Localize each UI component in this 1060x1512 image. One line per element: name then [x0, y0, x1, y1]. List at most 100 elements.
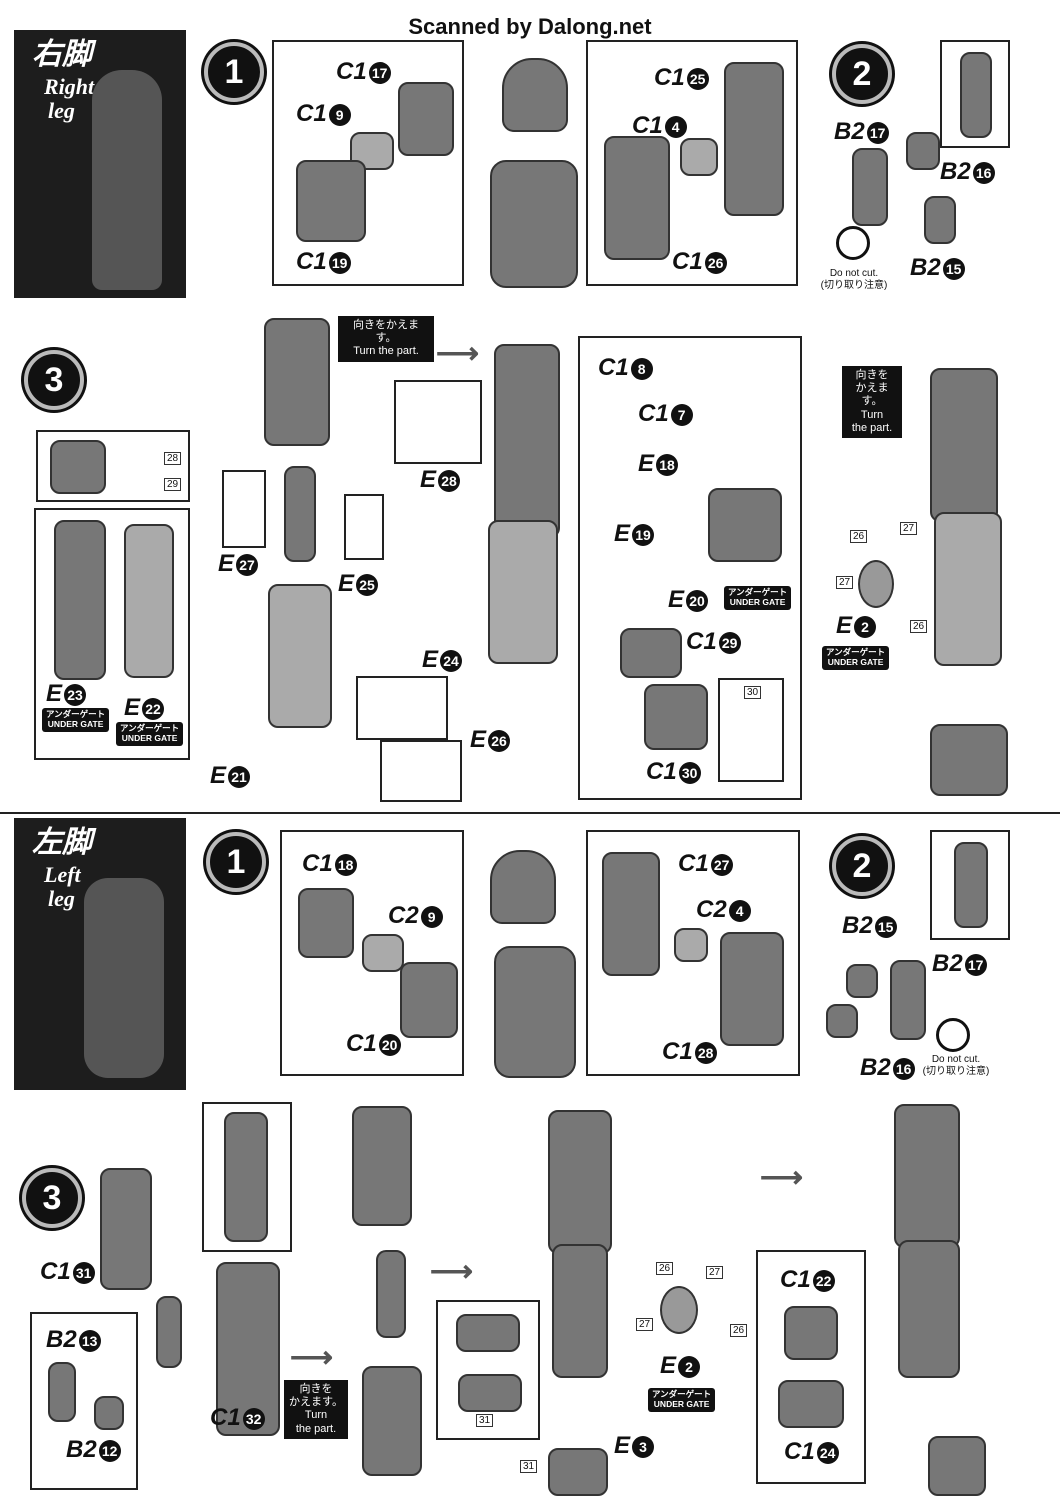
- part-c1-29: [620, 628, 682, 678]
- e3-detail-panel: 31: [436, 1300, 540, 1440]
- e27-box: [222, 470, 266, 548]
- right-step3-shin: [268, 584, 332, 728]
- left-arrow-1: ⟶: [290, 1341, 334, 1374]
- left-do-not-cut: Do not cut.(切り取り注意): [922, 1054, 990, 1077]
- gate-num-28: 28: [164, 452, 182, 465]
- part-e22: [124, 524, 174, 678]
- right-leg-banner: 右脚 Right leg: [14, 30, 186, 298]
- gate-num-26-c: 26: [656, 1262, 674, 1275]
- right-step3-thigh-2: [494, 344, 560, 538]
- left-step3-assembled-upper: [548, 1110, 612, 1254]
- right-final-thigh: [930, 368, 998, 522]
- left-leg-title-en1: Left: [44, 862, 81, 887]
- gate-num-26-b: 26: [910, 620, 928, 633]
- gate-num-31-b: 31: [520, 1460, 538, 1473]
- right-do-not-cut: Do not cut.(切り取り注意): [820, 268, 888, 291]
- left-leg-figure: [84, 878, 164, 1078]
- part-b2-assembled: [960, 52, 992, 138]
- right-leg-title-en2: leg: [48, 98, 75, 123]
- part-c1-20: [400, 962, 458, 1038]
- e2-round-part-left: [660, 1286, 698, 1334]
- gate-num-31-a: 31: [476, 1414, 494, 1427]
- do-not-cut-icon-left: [936, 1018, 970, 1052]
- right-step3-shin-2: [488, 520, 558, 664]
- part-c1-4: [680, 138, 718, 176]
- right-final-shin: [934, 512, 1002, 666]
- right-leg-figure: [92, 70, 162, 290]
- gate-num-26-d: 26: [730, 1324, 748, 1337]
- left-step3-shin: [216, 1262, 280, 1436]
- c1-30-detail: 30: [718, 678, 784, 782]
- right-step2-diagram-box: [940, 40, 1010, 148]
- left-step3-number: 3: [22, 1168, 82, 1228]
- left-step2-diagram-box: [930, 830, 1010, 940]
- left-step3-thigh: [352, 1106, 412, 1226]
- left-final-foot: [928, 1436, 986, 1496]
- part-b2-17-left: [890, 960, 926, 1040]
- gate-num-27-c: 27: [706, 1266, 724, 1279]
- part-b2-16: [906, 132, 940, 170]
- right-step3-inset: 28 29: [36, 430, 190, 502]
- section-divider: [0, 812, 1060, 814]
- right-step1-assembled-top: [502, 58, 568, 132]
- part-b2-15: [924, 196, 956, 244]
- left-arrow-3: ⟶: [760, 1161, 804, 1194]
- part-c1-31: [100, 1168, 152, 1290]
- inset-part: [50, 440, 106, 494]
- part-b2-15-left: [846, 964, 878, 998]
- right-step1-assembled-bottom: [490, 160, 578, 288]
- e2-round-part: [858, 560, 894, 608]
- left-leg-title-en2: leg: [48, 886, 75, 911]
- part-c1-25: [724, 62, 784, 216]
- part-b2-16-left: [826, 1004, 858, 1038]
- e26-box: [380, 740, 462, 802]
- left-arrow-2: ⟶: [430, 1255, 474, 1288]
- left-step3-joint: [376, 1250, 406, 1338]
- left-step1-assembled-bottom: [494, 946, 576, 1078]
- inset-part-left: [224, 1112, 268, 1242]
- gate-num-27-b: 27: [836, 576, 854, 589]
- part-c2-4: [674, 928, 708, 962]
- e24-box: [356, 676, 448, 740]
- part-c1-18: [298, 888, 354, 958]
- part-c1-28: [720, 932, 784, 1046]
- left-leg-title-jp: 左脚: [32, 826, 92, 859]
